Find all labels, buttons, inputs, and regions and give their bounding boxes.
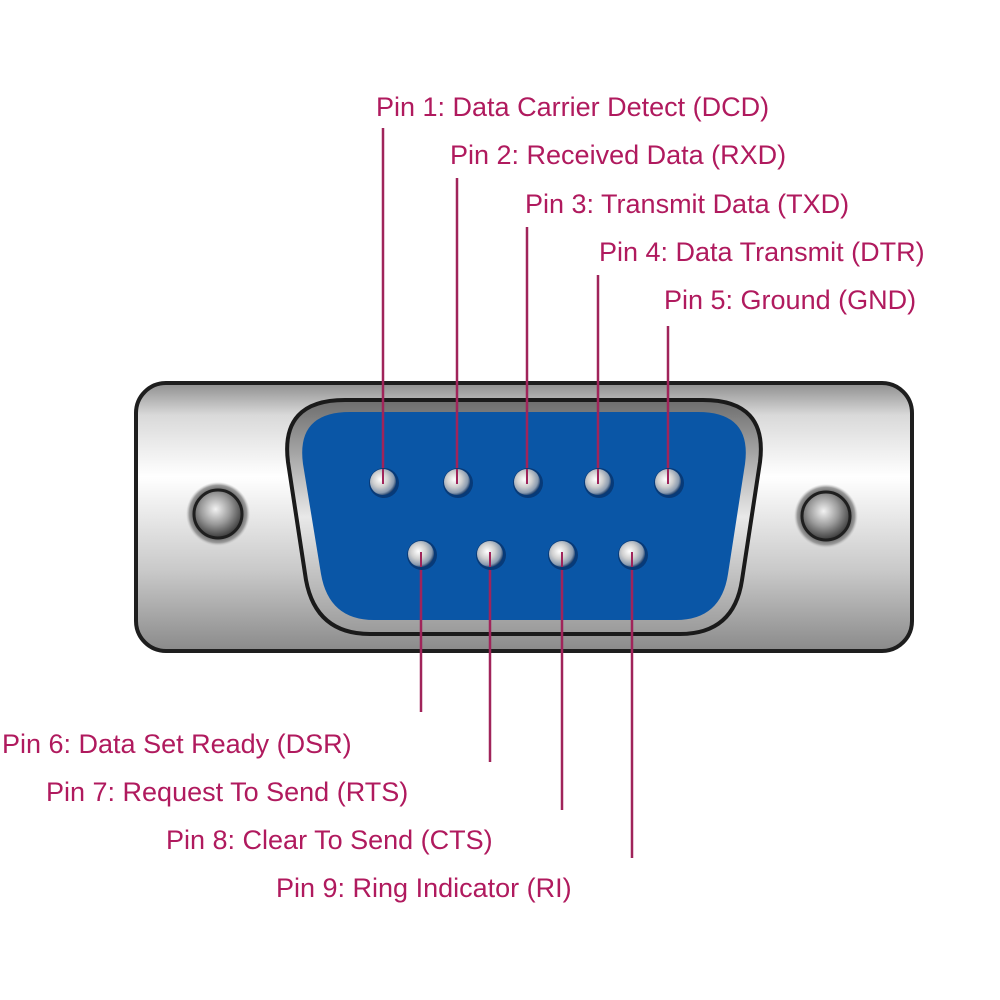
connector-face xyxy=(302,412,746,620)
pin-3-label: Pin 3: Transmit Data (TXD) xyxy=(525,189,849,219)
left-screw-icon xyxy=(186,482,250,546)
pin-5-label: Pin 5: Ground (GND) xyxy=(664,285,916,315)
connector-pins xyxy=(369,468,684,570)
pin-2-label: Pin 2: Received Data (RXD) xyxy=(450,140,786,170)
pin-7-label: Pin 7: Request To Send (RTS) xyxy=(46,777,408,807)
pin-8-label: Pin 8: Clear To Send (CTS) xyxy=(166,825,493,855)
right-screw-icon xyxy=(794,484,858,548)
pin-6-label: Pin 6: Data Set Ready (DSR) xyxy=(2,729,352,759)
leader-lines xyxy=(381,128,670,858)
pin-1-label: Pin 1: Data Carrier Detect (DCD) xyxy=(376,92,769,122)
pin-4-label: Pin 4: Data Transmit (DTR) xyxy=(599,237,925,267)
pin-9-label: Pin 9: Ring Indicator (RI) xyxy=(276,873,572,903)
